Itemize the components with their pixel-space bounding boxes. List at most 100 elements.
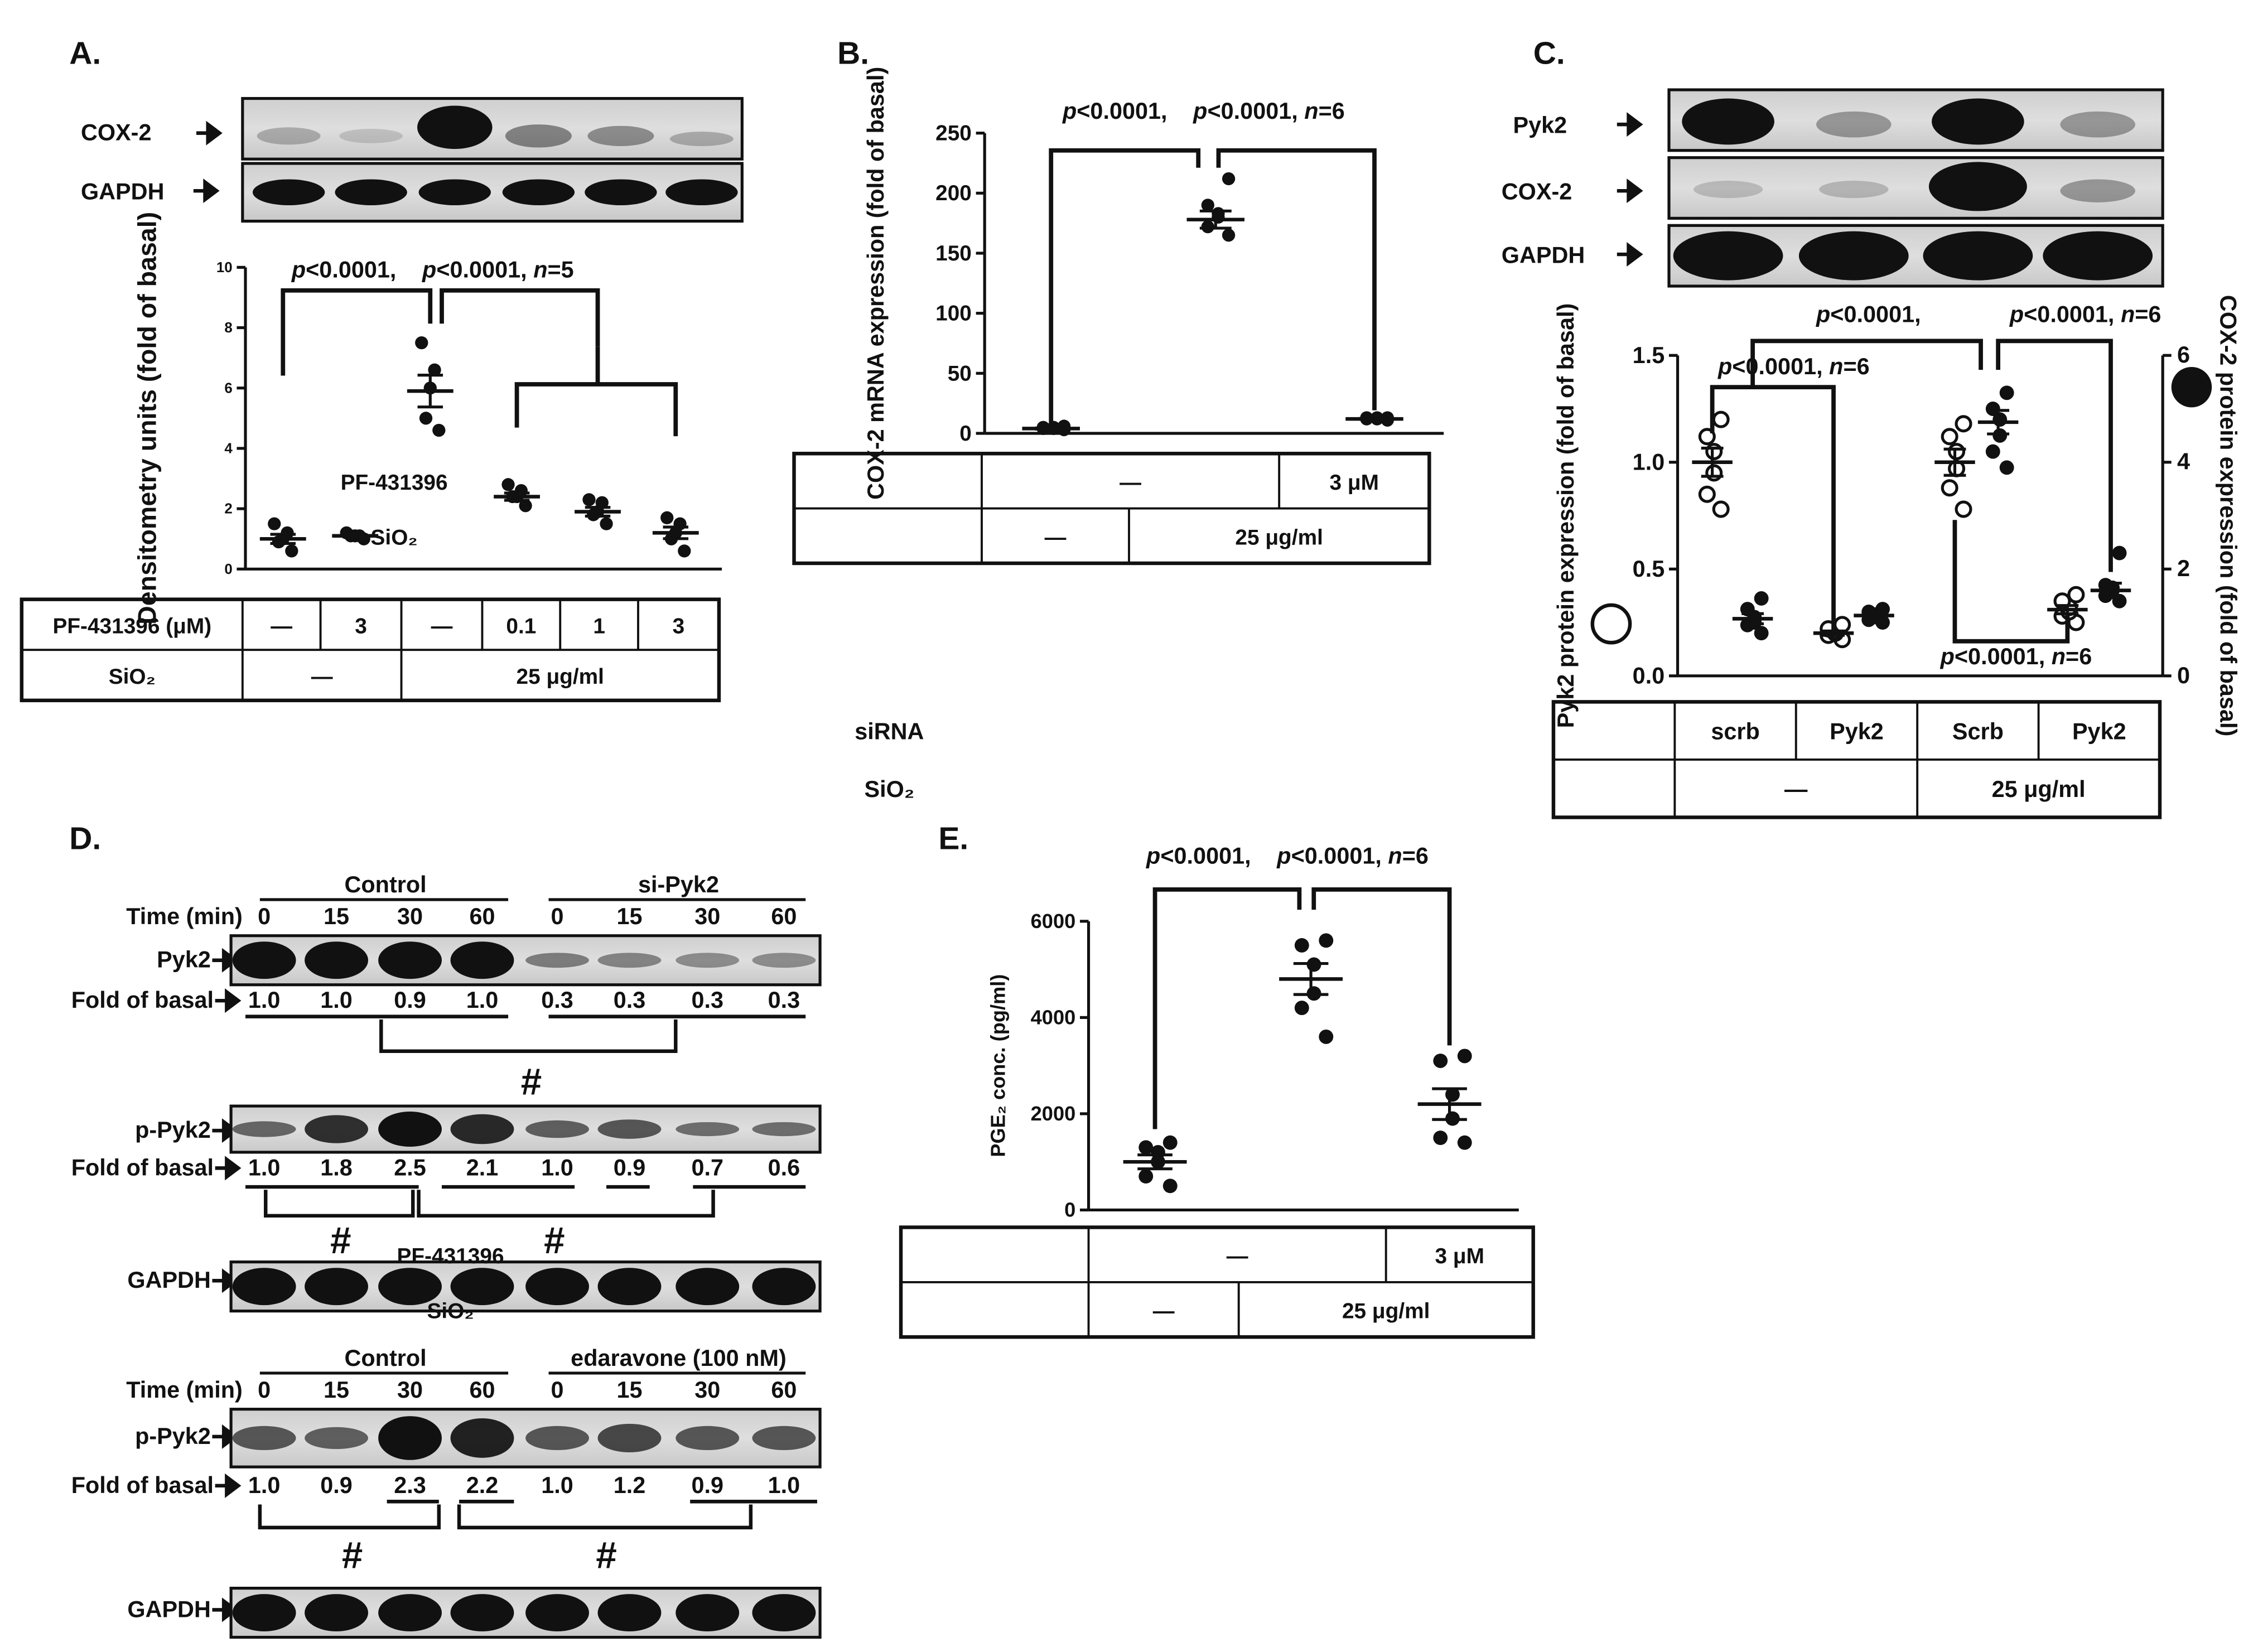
panel-c-letter: C.: [1533, 35, 1565, 71]
fold-label: Fold of basal: [71, 1472, 214, 1498]
data-point: [2112, 545, 2127, 561]
data-point: [1457, 1135, 1472, 1150]
fold-value: 1.0: [541, 1472, 573, 1498]
y-tick-label-right: 6: [2177, 342, 2190, 368]
data-point: [419, 412, 433, 425]
data-point: [1754, 626, 1769, 641]
data-point: [1712, 500, 1730, 518]
data-point: [1433, 1131, 1448, 1145]
fold-value: 1.0: [248, 1155, 281, 1180]
blot-label-pyk2: Pyk2: [1513, 113, 1567, 138]
arrow-icon: [215, 988, 242, 1013]
blot-band: [676, 1426, 740, 1451]
blot-band: [752, 1268, 816, 1306]
blot-band: [752, 1122, 816, 1137]
data-point: [415, 336, 428, 350]
data-point: [582, 493, 596, 506]
data-point: [1057, 419, 1071, 433]
data-point: [1433, 1054, 1448, 1068]
panel-e-letter: E.: [938, 820, 968, 856]
panel-a-letter: A.: [69, 35, 101, 71]
blot-band: [378, 1268, 442, 1306]
table-cell: 0.1: [506, 614, 536, 638]
data-point: [1955, 415, 1972, 433]
fold-value: 1.2: [614, 1472, 646, 1498]
time-value: 60: [469, 1377, 495, 1403]
blot-label-cox2: COX-2: [81, 120, 152, 146]
hash-mark: #: [521, 1061, 542, 1103]
brackets-e: [1152, 887, 1452, 1129]
blot-band: [752, 1594, 816, 1632]
data-point: [1985, 402, 2000, 416]
arrow-icon: [215, 1473, 242, 1498]
blot-band: [597, 1423, 662, 1452]
panel-b: B. p<0.0001,p<0.0001, n=6 05010015020025…: [341, 35, 1444, 566]
stat-b: p<0.0001,p<0.0001, n=6: [1062, 98, 1345, 124]
blot-label-cox2-c: COX-2: [1502, 179, 1572, 205]
table-row-label: PF-431396 (μM): [52, 614, 211, 638]
comparison-bracket: [264, 1190, 715, 1218]
data-point: [428, 363, 441, 376]
y-tick-label: 2000: [1031, 1102, 1076, 1125]
data-point: [1698, 485, 1716, 503]
hash-mark: #: [342, 1534, 363, 1576]
arrow-icon: [1617, 178, 1643, 204]
fold-value: 1.0: [768, 1472, 800, 1498]
blot-band: [676, 1594, 740, 1632]
y-tick-label: 2: [224, 501, 232, 517]
blot-band: [305, 1115, 368, 1143]
blot-band: [232, 1121, 296, 1137]
arrow-icon: [215, 1156, 242, 1181]
blot-band: [232, 1426, 296, 1451]
hash-mark: #: [596, 1534, 616, 1576]
data-point: [1162, 1178, 1178, 1194]
table-cell: Pyk2: [2072, 719, 2126, 745]
blot-band: [597, 1594, 662, 1632]
table-cell: Pyk2: [1830, 719, 1884, 745]
comparison-bracket: [258, 1504, 753, 1530]
data-point: [600, 517, 613, 530]
y-tick-label: 1.0: [1633, 450, 1665, 475]
blot-label-ppyk2: p-Pyk2: [135, 1423, 211, 1449]
brackets-a: [281, 288, 678, 437]
time-value: 30: [694, 904, 720, 929]
data-point: [1955, 500, 1972, 518]
fold-value: 0.9: [320, 1472, 353, 1498]
fold-value: 2.2: [466, 1472, 499, 1498]
y-axis-label-right: COX-2 protein expression (fold of basal): [2216, 295, 2241, 736]
data-point: [1201, 199, 1214, 212]
hash-mark: #: [330, 1220, 351, 1262]
y-tick-label: 0: [1064, 1199, 1075, 1221]
group-label-right: edaravone (100 nM): [571, 1345, 787, 1371]
data-point: [432, 423, 446, 437]
fold-value: 0.3: [614, 987, 646, 1013]
table-cell: —: [1120, 471, 1141, 495]
bands-pyk2-c: [1682, 98, 2135, 145]
time-value: 15: [616, 1377, 642, 1403]
data-point: [660, 511, 674, 524]
blot-band: [305, 1594, 368, 1632]
stat-c-2: p<0.0001,: [1816, 302, 1921, 327]
stat-c-1: p<0.0001, n=6: [1717, 354, 1870, 379]
blot-band: [378, 1594, 442, 1632]
fold-value: 2.5: [394, 1155, 426, 1180]
table-cell: —: [1153, 1300, 1175, 1323]
blot-gapdh: [241, 162, 744, 223]
time-value: 0: [258, 904, 271, 929]
y-tick-label: 0.5: [1633, 556, 1665, 582]
time-value: 15: [324, 904, 349, 929]
y-tick-label: 100: [935, 302, 972, 326]
y-tick-label: 0.0: [1633, 663, 1665, 689]
data-point: [1705, 464, 1723, 482]
fold-value: 1.0: [248, 987, 281, 1013]
data-point: [1705, 443, 1723, 461]
open-circle-legend: [1590, 603, 1632, 645]
table-cell: —: [431, 614, 453, 638]
data-point: [1319, 933, 1334, 948]
blot-band: [676, 953, 740, 968]
